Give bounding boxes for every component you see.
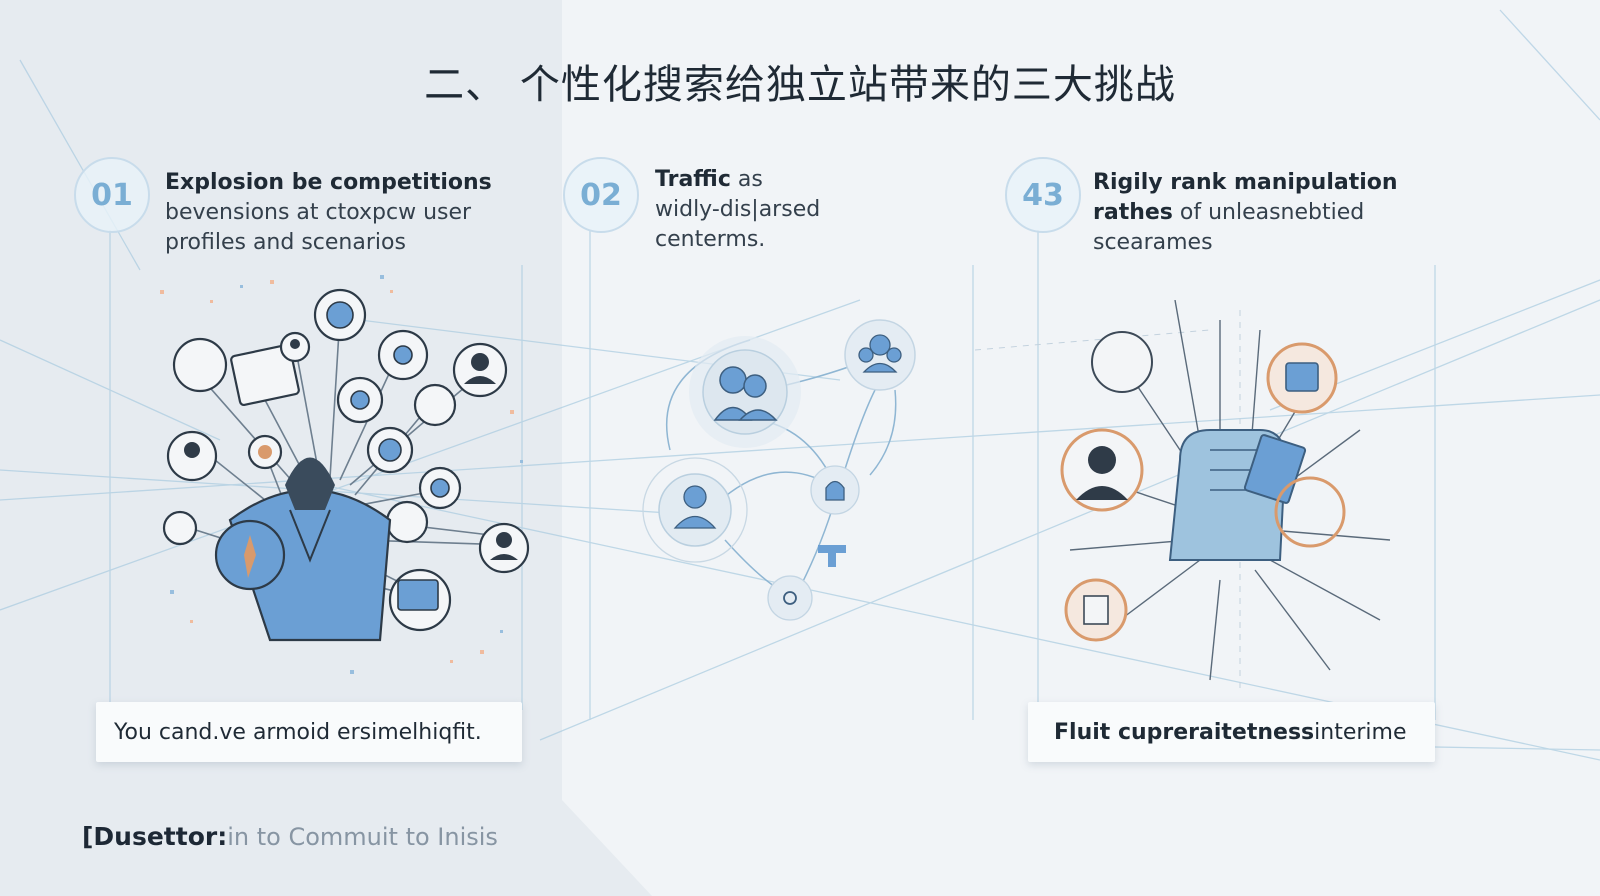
page-title: 二、 个性化搜索给独立站带来的三大挑战: [424, 62, 1176, 108]
column-1-body-line-1: bevensions at ctoxpcw user: [165, 200, 472, 225]
column-3-heading-2: rathes: [1093, 200, 1173, 225]
column-3-heading: Rigily rank manipulation: [1093, 170, 1398, 195]
column-2-heading: Traffic: [655, 167, 731, 192]
column-1-text: Explosion be competitions bevensions at …: [165, 168, 525, 258]
caption-left-text: You cand.ve armoid ersimelhiqfit.: [114, 719, 482, 745]
step-badge-43: 43: [1005, 157, 1081, 233]
column-3-text: Rigily rank manipulation rathes of unlea…: [1093, 168, 1453, 258]
step-badge-01: 01: [74, 157, 150, 233]
footer-brand: [Dusettor:: [82, 822, 228, 851]
footer-tagline: in to Commuit to Inisis: [227, 823, 498, 851]
rank-manipulation-illustration: [1060, 300, 1391, 681]
column-3-body-line-2: scearames: [1093, 230, 1213, 255]
user-explosion-illustration: [160, 275, 530, 674]
column-1-body-line-2: profiles and scenarios: [165, 230, 406, 255]
caption-left: You cand.ve armoid ersimelhiqfit.: [96, 702, 522, 762]
column-2-heading-tail: as: [730, 167, 763, 192]
caption-right-tail: interime: [1314, 719, 1407, 745]
column-2-body-line-2: centerms.: [655, 227, 766, 252]
traffic-network-illustration: [642, 319, 916, 621]
step-badge-02: 02: [563, 157, 639, 233]
column-1-heading: Explosion be competitions: [165, 170, 492, 195]
caption-right-bold: Fluit cupreraitetness: [1054, 719, 1315, 745]
column-3-heading-2-tail: of unleasnebtied: [1172, 200, 1365, 225]
footer: [Dusettor:in to Commuit to Inisis: [82, 822, 498, 851]
column-2-text: Traffic as widly-dis|arsed centerms.: [655, 165, 955, 255]
caption-right: Fluit cupreraitetness interime: [1028, 702, 1435, 762]
column-2-body-line-1: widly-dis|arsed: [655, 197, 821, 222]
